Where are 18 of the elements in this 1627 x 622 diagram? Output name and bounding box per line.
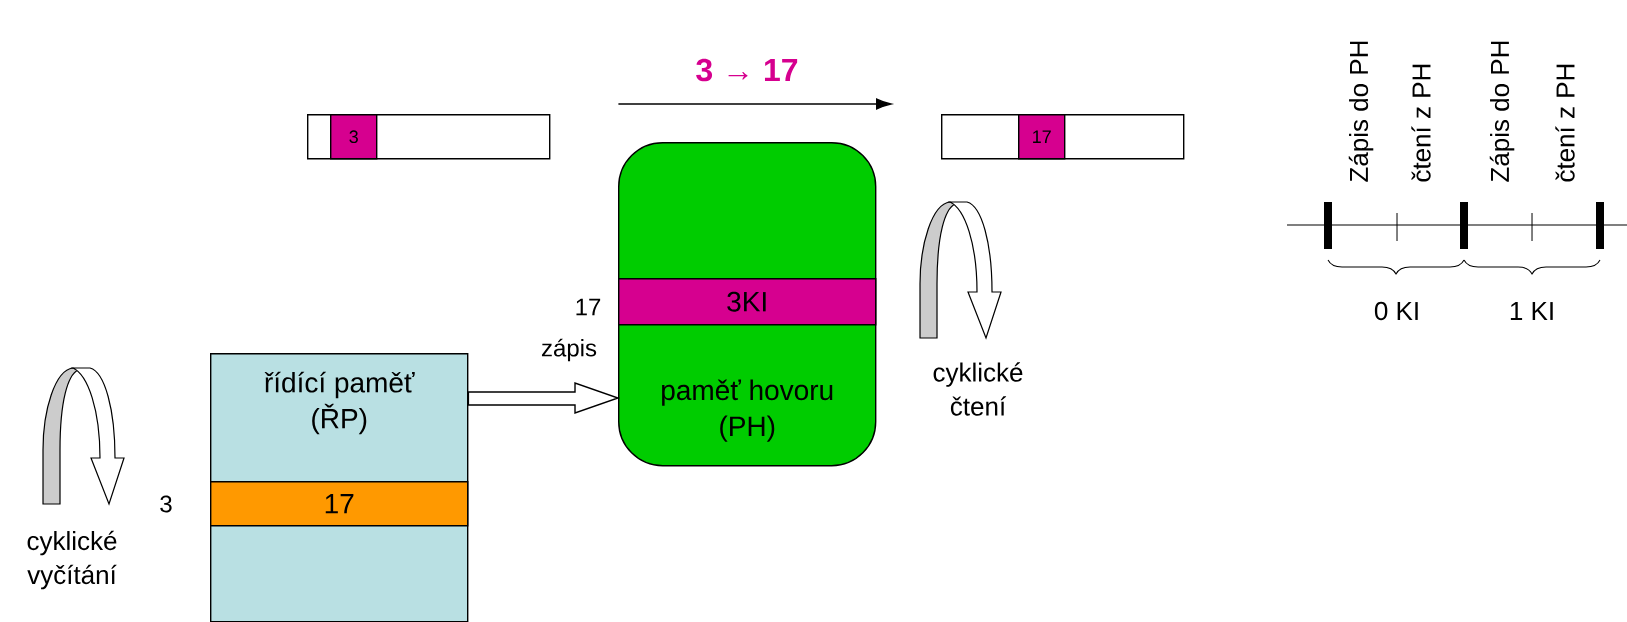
edge-label: zápis bbox=[541, 338, 597, 362]
frame-label: 1 KI bbox=[1510, 302, 1553, 320]
time-slot-label: Zápis do PH bbox=[1348, 41, 1374, 182]
edge-label: 3 → 17 bbox=[696, 58, 798, 82]
address-label: 17 bbox=[576, 298, 601, 316]
arrow bbox=[617, 98, 892, 110]
time-slot-cell: 3 bbox=[330, 114, 378, 160]
caption-text: cyklické vyčítání bbox=[27, 530, 117, 590]
memory-row: 3KI bbox=[618, 278, 877, 326]
time-slot-label: Zápis do PH bbox=[1489, 41, 1515, 182]
address-label: 3 bbox=[160, 495, 172, 513]
time-slot-label: čtení z PH bbox=[1555, 64, 1575, 182]
time-slot-label: čtení z PH bbox=[1411, 64, 1431, 182]
frame-label: 0 KI bbox=[1374, 301, 1418, 321]
block-arrow bbox=[467, 382, 621, 414]
caption-text: cyklické čtení bbox=[933, 362, 1023, 416]
memory-row: 17 bbox=[210, 481, 469, 527]
time-slot-cell: 17 bbox=[1018, 114, 1066, 160]
